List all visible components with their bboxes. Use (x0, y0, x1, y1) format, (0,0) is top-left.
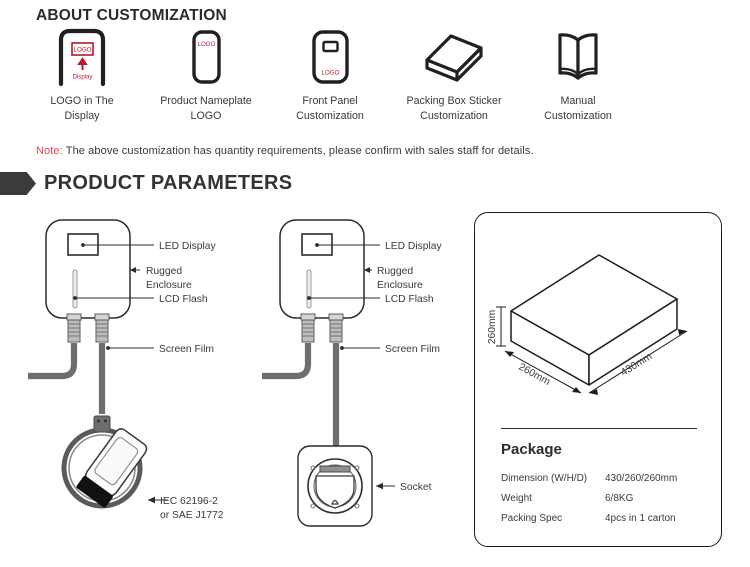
label-rugged-enclosure-2: Enclosure (146, 280, 192, 291)
product-nameplate-icon: LOGO (175, 26, 237, 88)
svg-text:LOGO: LOGO (74, 47, 92, 54)
page-title: PRODUCT PARAMETERS (44, 172, 293, 194)
label-lcd-flash: LCD Flash (385, 294, 434, 305)
package-box-illustration: 260mm 260mm 430mm (481, 241, 717, 431)
customization-item-manual: Manual Customization (516, 26, 640, 124)
label-connector-standard: IEC 62196-2 (160, 496, 218, 507)
spec-value: 6/8KG (605, 492, 634, 504)
customization-item-caption: LOGO in The Display (50, 95, 114, 122)
label-rugged-enclosure-2: Enclosure (377, 280, 423, 291)
customization-item-caption: Packing Box Sticker Customization (406, 95, 502, 122)
about-customization-title: ABOUT CUSTOMIZATION (36, 7, 227, 24)
customization-note: Note: The above customization has quanti… (36, 145, 534, 157)
packing-box-sticker-icon (421, 26, 487, 88)
table-row: Packing Spec 4pcs in 1 carton (501, 508, 701, 528)
svg-text:Display: Display (73, 75, 93, 81)
label-box-height: 260mm (487, 310, 498, 344)
label-socket: Socket (400, 482, 432, 493)
customization-item-product-nameplate: LOGO Product Nameplate LOGO (144, 26, 268, 124)
label-screen-film: Screen Film (385, 344, 440, 355)
spec-key: Packing Spec (501, 512, 563, 524)
label-rugged-enclosure: Rugged (377, 266, 413, 277)
label-rugged-enclosure: Rugged (146, 266, 182, 277)
package-spec-table: Dimension (W/H/D) 430/260/260mm Weight 6… (501, 468, 701, 529)
customization-item-front-panel: LOGO Front Panel Customization (268, 26, 392, 124)
label-lcd-flash: LCD Flash (159, 294, 208, 305)
note-body: The above customization has quantity req… (62, 145, 534, 157)
socket-charger-diagram: LED Display Rugged Enclosure LCD Flash S… (262, 218, 472, 548)
svg-text:LOGO: LOGO (322, 70, 340, 77)
section-flag-icon (0, 172, 36, 195)
customization-item-caption: Front Panel Customization (296, 95, 364, 122)
label-led-display: LED Display (159, 241, 217, 252)
label-screen-film: Screen Film (159, 344, 214, 355)
spec-key: Weight (501, 492, 532, 504)
customization-item-logo-in-display: LOGO Display LOGO in The Display (20, 26, 144, 124)
package-panel: 260mm 260mm 430mm Package (474, 212, 722, 547)
cable-charger-diagram: LED Display Rugged Enclosure LCD Flash S… (28, 218, 258, 567)
label-box-depth: 260mm (517, 362, 552, 388)
logo-in-display-icon: LOGO Display (51, 26, 113, 88)
spec-key: Dimension (W/H/D) (501, 472, 588, 484)
package-title: Package (501, 441, 562, 458)
label-connector-standard-2: or SAE J1772 (160, 510, 224, 521)
customization-options-row: LOGO Display LOGO in The Display LOGO Pr… (20, 26, 640, 131)
package-divider (501, 428, 697, 429)
customization-item-caption: Product Nameplate LOGO (160, 95, 252, 122)
front-panel-icon: LOGO (299, 26, 361, 88)
table-row: Dimension (W/H/D) 430/260/260mm (501, 468, 701, 488)
svg-text:LOGO: LOGO (198, 41, 216, 48)
product-parameters-header: PRODUCT PARAMETERS (0, 172, 292, 195)
note-keyword: Note: (36, 145, 63, 157)
customization-item-packing-box-sticker: Packing Box Sticker Customization (392, 26, 516, 124)
manual-book-icon (547, 26, 609, 88)
customization-item-caption: Manual Customization (544, 95, 612, 122)
label-led-display: LED Display (385, 241, 443, 252)
table-row: Weight 6/8KG (501, 488, 701, 508)
spec-value: 430/260/260mm (605, 472, 678, 484)
spec-value: 4pcs in 1 carton (605, 512, 676, 524)
